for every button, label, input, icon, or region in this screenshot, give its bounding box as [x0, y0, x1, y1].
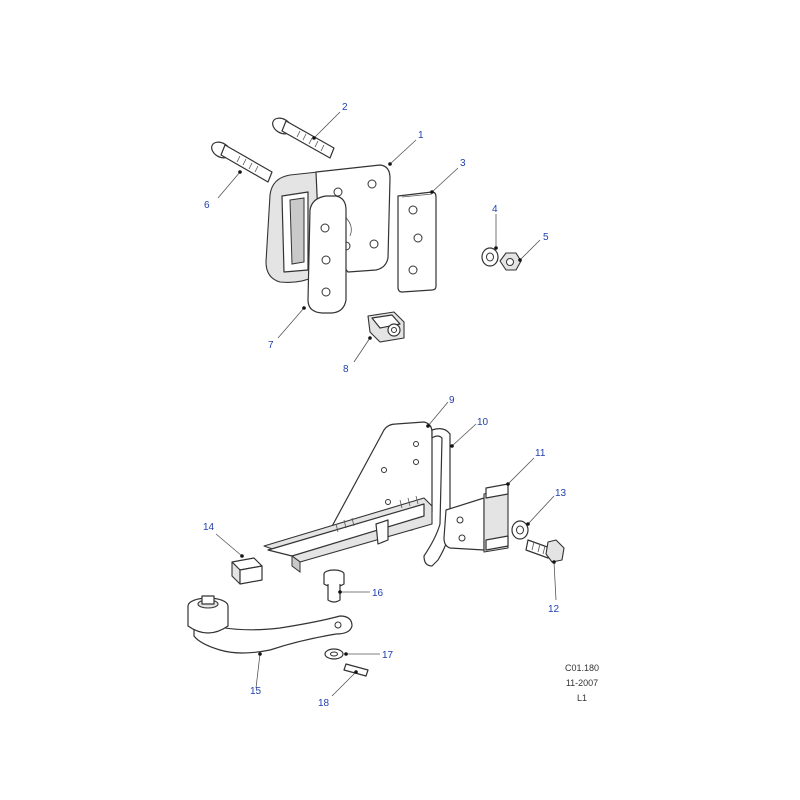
plate-part-7 [307, 195, 347, 314]
cage-nut-part-8 [367, 311, 405, 343]
callout-12: 12 [548, 604, 560, 615]
callout-14: 14 [203, 522, 215, 533]
bolt-part-12 [525, 539, 565, 563]
callout-4: 4 [492, 204, 498, 215]
callout-6: 6 [204, 200, 210, 211]
bracket-part-9 [263, 421, 433, 573]
callout-15: 15 [250, 686, 262, 697]
callout-11: 11 [535, 448, 546, 459]
plate-part-3 [397, 191, 437, 293]
callout-9: 9 [449, 395, 455, 406]
nut-part-5 [499, 252, 522, 271]
pin-part-16 [323, 569, 345, 603]
callout-17: 17 [382, 650, 394, 661]
reference-date: 11-2007 [566, 678, 598, 688]
clip-part-18 [343, 663, 369, 677]
washer-part-4 [481, 247, 499, 267]
callout-1: 1 [418, 130, 424, 141]
rod-part-10 [423, 428, 451, 567]
bolt-part-2 [272, 117, 335, 159]
callout-5: 5 [543, 232, 549, 243]
reference-code: C01.180 [565, 663, 599, 673]
callout-16: 16 [372, 588, 384, 599]
callout-18: 18 [318, 698, 330, 709]
callout-7: 7 [268, 340, 274, 351]
washer-part-13 [511, 520, 529, 540]
leader-lines [215, 111, 557, 697]
callout-8: 8 [343, 364, 349, 375]
callout-13: 13 [555, 488, 567, 499]
reference-level: L1 [577, 693, 587, 703]
bolt-part-6 [211, 141, 273, 183]
arm-part-15 [187, 595, 353, 654]
callout-labels: 1 2 3 4 5 6 7 8 9 10 11 12 13 14 15 16 1… [203, 102, 567, 709]
block-part-14 [231, 557, 263, 585]
callout-3: 3 [460, 158, 466, 169]
hinge-part-11 [443, 483, 509, 553]
callout-10: 10 [477, 417, 489, 428]
reference-block: C01.180 11-2007 L1 [565, 663, 599, 703]
washer-part-17 [324, 648, 344, 660]
callout-2: 2 [342, 102, 348, 113]
